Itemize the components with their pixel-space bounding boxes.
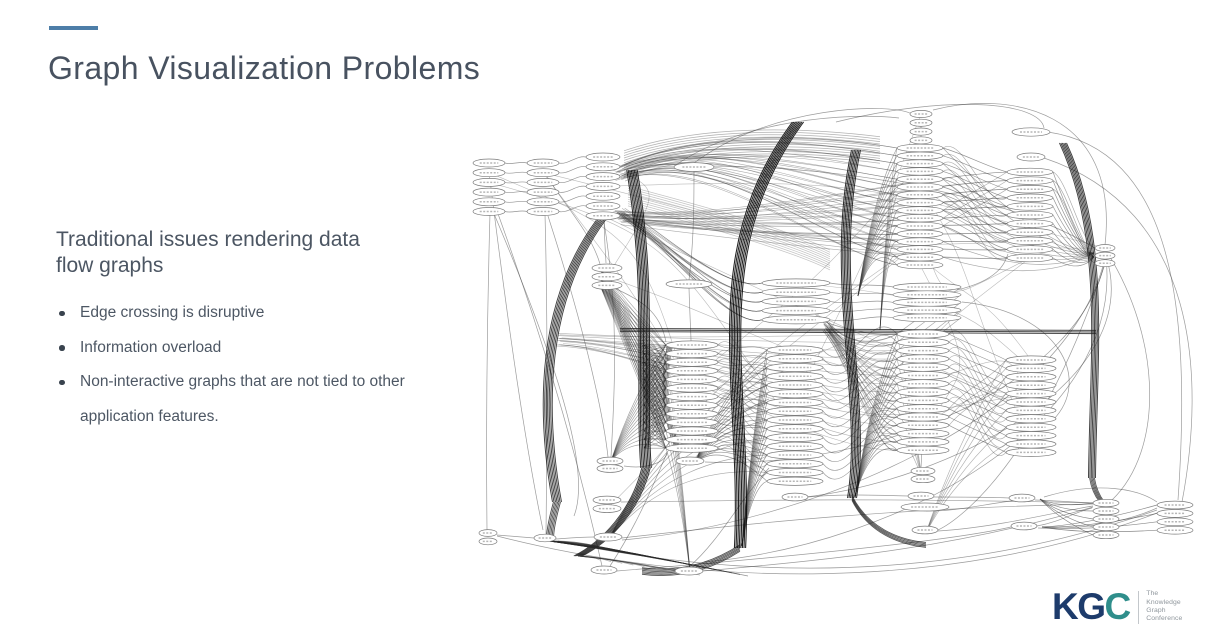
dataflow-graph-image (472, 103, 1194, 577)
title-accent-dash (49, 26, 98, 30)
logo-tagline-line: The (1146, 590, 1159, 598)
bullet-item-edge-crossing: Edge crossing is disruptive (58, 296, 420, 331)
kgc-letter-c: C (1104, 586, 1132, 627)
kgc-logo: KGC The Knowledge Graph Conference (1052, 586, 1182, 627)
kgc-logo-wordmark: KGC (1052, 586, 1132, 627)
bullet-item-information-overload: Information overload (58, 331, 420, 366)
bullet-item-non-interactive: Non-interactive graphs that are not tied… (58, 365, 420, 434)
page-title: Graph Visualization Problems (48, 50, 481, 86)
logo-tagline-line: Graph (1146, 607, 1166, 614)
bullet-list: Edge crossing is disruptive Information … (58, 296, 420, 434)
graph-figure (450, 98, 1208, 590)
logo-tagline-line: Knowledge (1146, 598, 1181, 606)
logo-tagline-line: Conference (1146, 615, 1183, 623)
logo-divider (1137, 590, 1140, 624)
subheading: Traditional issues rendering data flow g… (56, 228, 360, 277)
logo-tagline: The Knowledge Graph Conference (1146, 590, 1182, 623)
kgc-letters-kg: KG (1052, 586, 1106, 627)
